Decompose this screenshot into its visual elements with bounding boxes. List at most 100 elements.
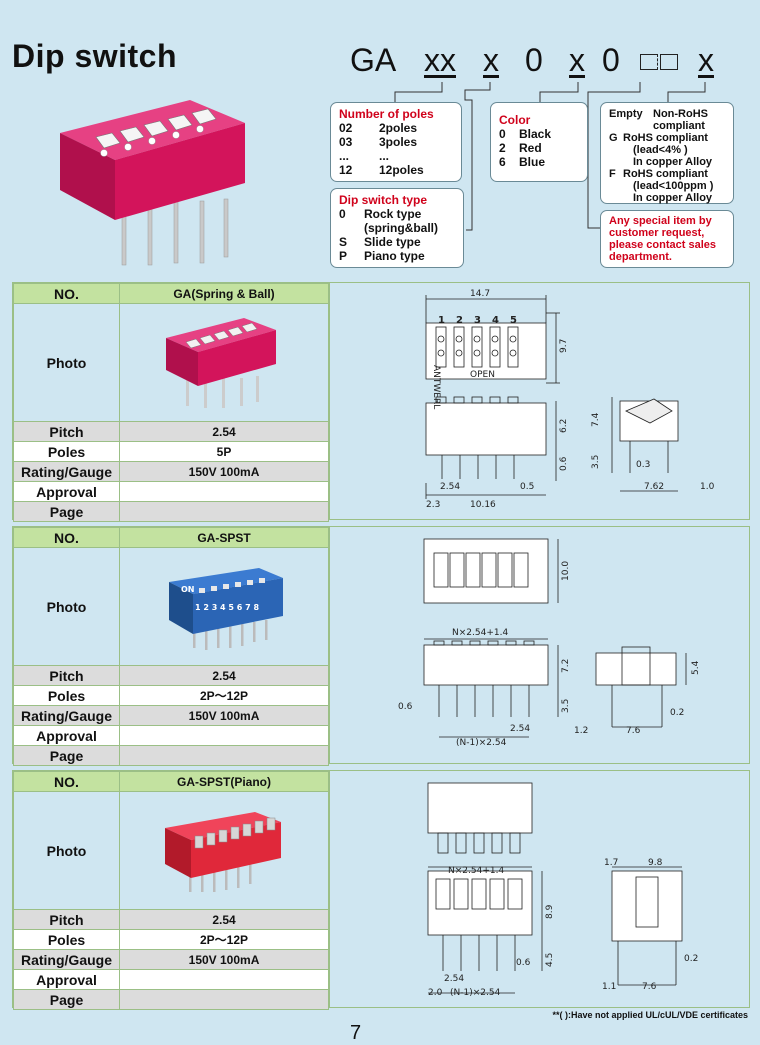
svg-text:4: 4: [492, 315, 499, 326]
technical-drawing-spst: 10.0 N×2.54+1.4 7.2 3.5 0.6 2.54 (N-1)×2…: [329, 527, 749, 763]
technical-drawing-piano: N×2.54+1.4 8.9 4.5 0.6 2.0 2.54 (N-1)×2.…: [329, 771, 749, 1007]
code-blank-boxes: [640, 54, 678, 70]
special-order-box: Any special item by customer request, pl…: [600, 210, 734, 268]
svg-text:5.4: 5.4: [691, 660, 701, 675]
svg-text:1.0: 1.0: [700, 482, 715, 492]
svg-text:1: 1: [438, 315, 445, 326]
pitch-label: Pitch: [13, 665, 120, 686]
pitch-value: 2.54: [119, 909, 329, 930]
svg-text:3: 3: [474, 315, 481, 326]
rating-label: Rating/Gauge: [13, 949, 120, 970]
pitch-label: Pitch: [13, 421, 120, 442]
poles-label: Poles: [13, 441, 120, 462]
spec-table-spring-ball: NO. GA(Spring & Ball) Photo Pitc: [13, 283, 329, 522]
poles-value: 2P～12P: [119, 685, 329, 706]
svg-text:7.6: 7.6: [642, 982, 657, 992]
pitch-label: Pitch: [13, 909, 120, 930]
approval-value: [119, 969, 329, 990]
pitch-value: 2.54: [119, 421, 329, 442]
no-label: NO.: [13, 771, 120, 792]
svg-text:3.5: 3.5: [561, 699, 571, 713]
page-title: Dip switch: [12, 38, 178, 74]
page-label: Page: [13, 501, 120, 522]
product-name: GA-SPST(Piano): [119, 771, 329, 792]
spst-switch-photo: 1 2 3 4 5 6 7 8ON: [169, 568, 283, 650]
piano-switch-photo: [165, 812, 281, 892]
product-name: GA(Spring & Ball): [119, 283, 329, 304]
approval-label: Approval: [13, 481, 120, 502]
code-rohs: x: [698, 42, 714, 78]
photo-label: Photo: [13, 303, 120, 422]
svg-text:ON: ON: [181, 585, 195, 594]
svg-text:6.2: 6.2: [559, 419, 569, 433]
type-legend-title: Dip switch type: [339, 193, 428, 207]
hero-dip-switch-photo: [60, 100, 245, 266]
svg-text:7.62: 7.62: [644, 482, 664, 492]
svg-text:0.6: 0.6: [516, 958, 531, 968]
svg-text:7.2: 7.2: [561, 659, 571, 673]
svg-text:(N-1)×2.54: (N-1)×2.54: [456, 738, 507, 748]
svg-text:N×2.54+1.4: N×2.54+1.4: [448, 866, 504, 876]
svg-text:ANTWERL: ANTWERL: [431, 365, 441, 409]
svg-text:0.6: 0.6: [559, 456, 569, 471]
poles-legend-row: ......: [339, 149, 390, 163]
svg-text:10.16: 10.16: [470, 500, 496, 510]
no-label: NO.: [13, 527, 120, 548]
svg-text:0.2: 0.2: [670, 708, 684, 718]
spring-ball-switch-photo: [166, 318, 276, 408]
page-value: [119, 989, 329, 1010]
photo-label: Photo: [13, 791, 120, 910]
svg-text:10.0: 10.0: [561, 561, 571, 581]
poles-label: Poles: [13, 929, 120, 950]
code-connector-lines: [394, 82, 706, 231]
svg-text:0.5: 0.5: [520, 482, 534, 492]
pitch-value: 2.54: [119, 665, 329, 686]
rating-value: 150V 100mA: [119, 705, 329, 726]
rating-value: 150V 100mA: [119, 949, 329, 970]
approval-value: [119, 725, 329, 746]
page-label: Page: [13, 989, 120, 1010]
poles-label: Poles: [13, 685, 120, 706]
svg-text:9.7: 9.7: [559, 339, 569, 353]
photo-label: Photo: [13, 547, 120, 666]
poles-legend-title: Number of poles: [339, 107, 434, 121]
approval-label: Approval: [13, 725, 120, 746]
code-type: x: [483, 42, 499, 78]
svg-text:0.6: 0.6: [398, 702, 413, 712]
certificate-footnote: **( ):Have not applied UL/cUL/VDE certif…: [552, 1010, 748, 1020]
svg-text:3.5: 3.5: [591, 455, 601, 469]
svg-text:7.6: 7.6: [626, 726, 641, 736]
svg-text:7.4: 7.4: [591, 412, 601, 427]
product-photo-cell: [119, 303, 329, 422]
svg-text:1 2 3 4 5 6 7 8: 1 2 3 4 5 6 7 8: [195, 603, 259, 612]
svg-text:0.3: 0.3: [636, 460, 650, 470]
page-value: [119, 745, 329, 766]
page-value: [119, 501, 329, 522]
approval-value: [119, 481, 329, 502]
svg-text:N×2.54+1.4: N×2.54+1.4: [452, 628, 508, 638]
code-zero-1: 0: [525, 42, 543, 78]
svg-text:1.1: 1.1: [602, 982, 616, 992]
page-number: 7: [350, 1022, 362, 1044]
product-section-spring-ball: NO. GA(Spring & Ball) Photo Pitc: [12, 282, 750, 522]
svg-text:2: 2: [456, 315, 463, 326]
no-label: NO.: [13, 283, 120, 304]
svg-text:2.54: 2.54: [510, 724, 530, 734]
